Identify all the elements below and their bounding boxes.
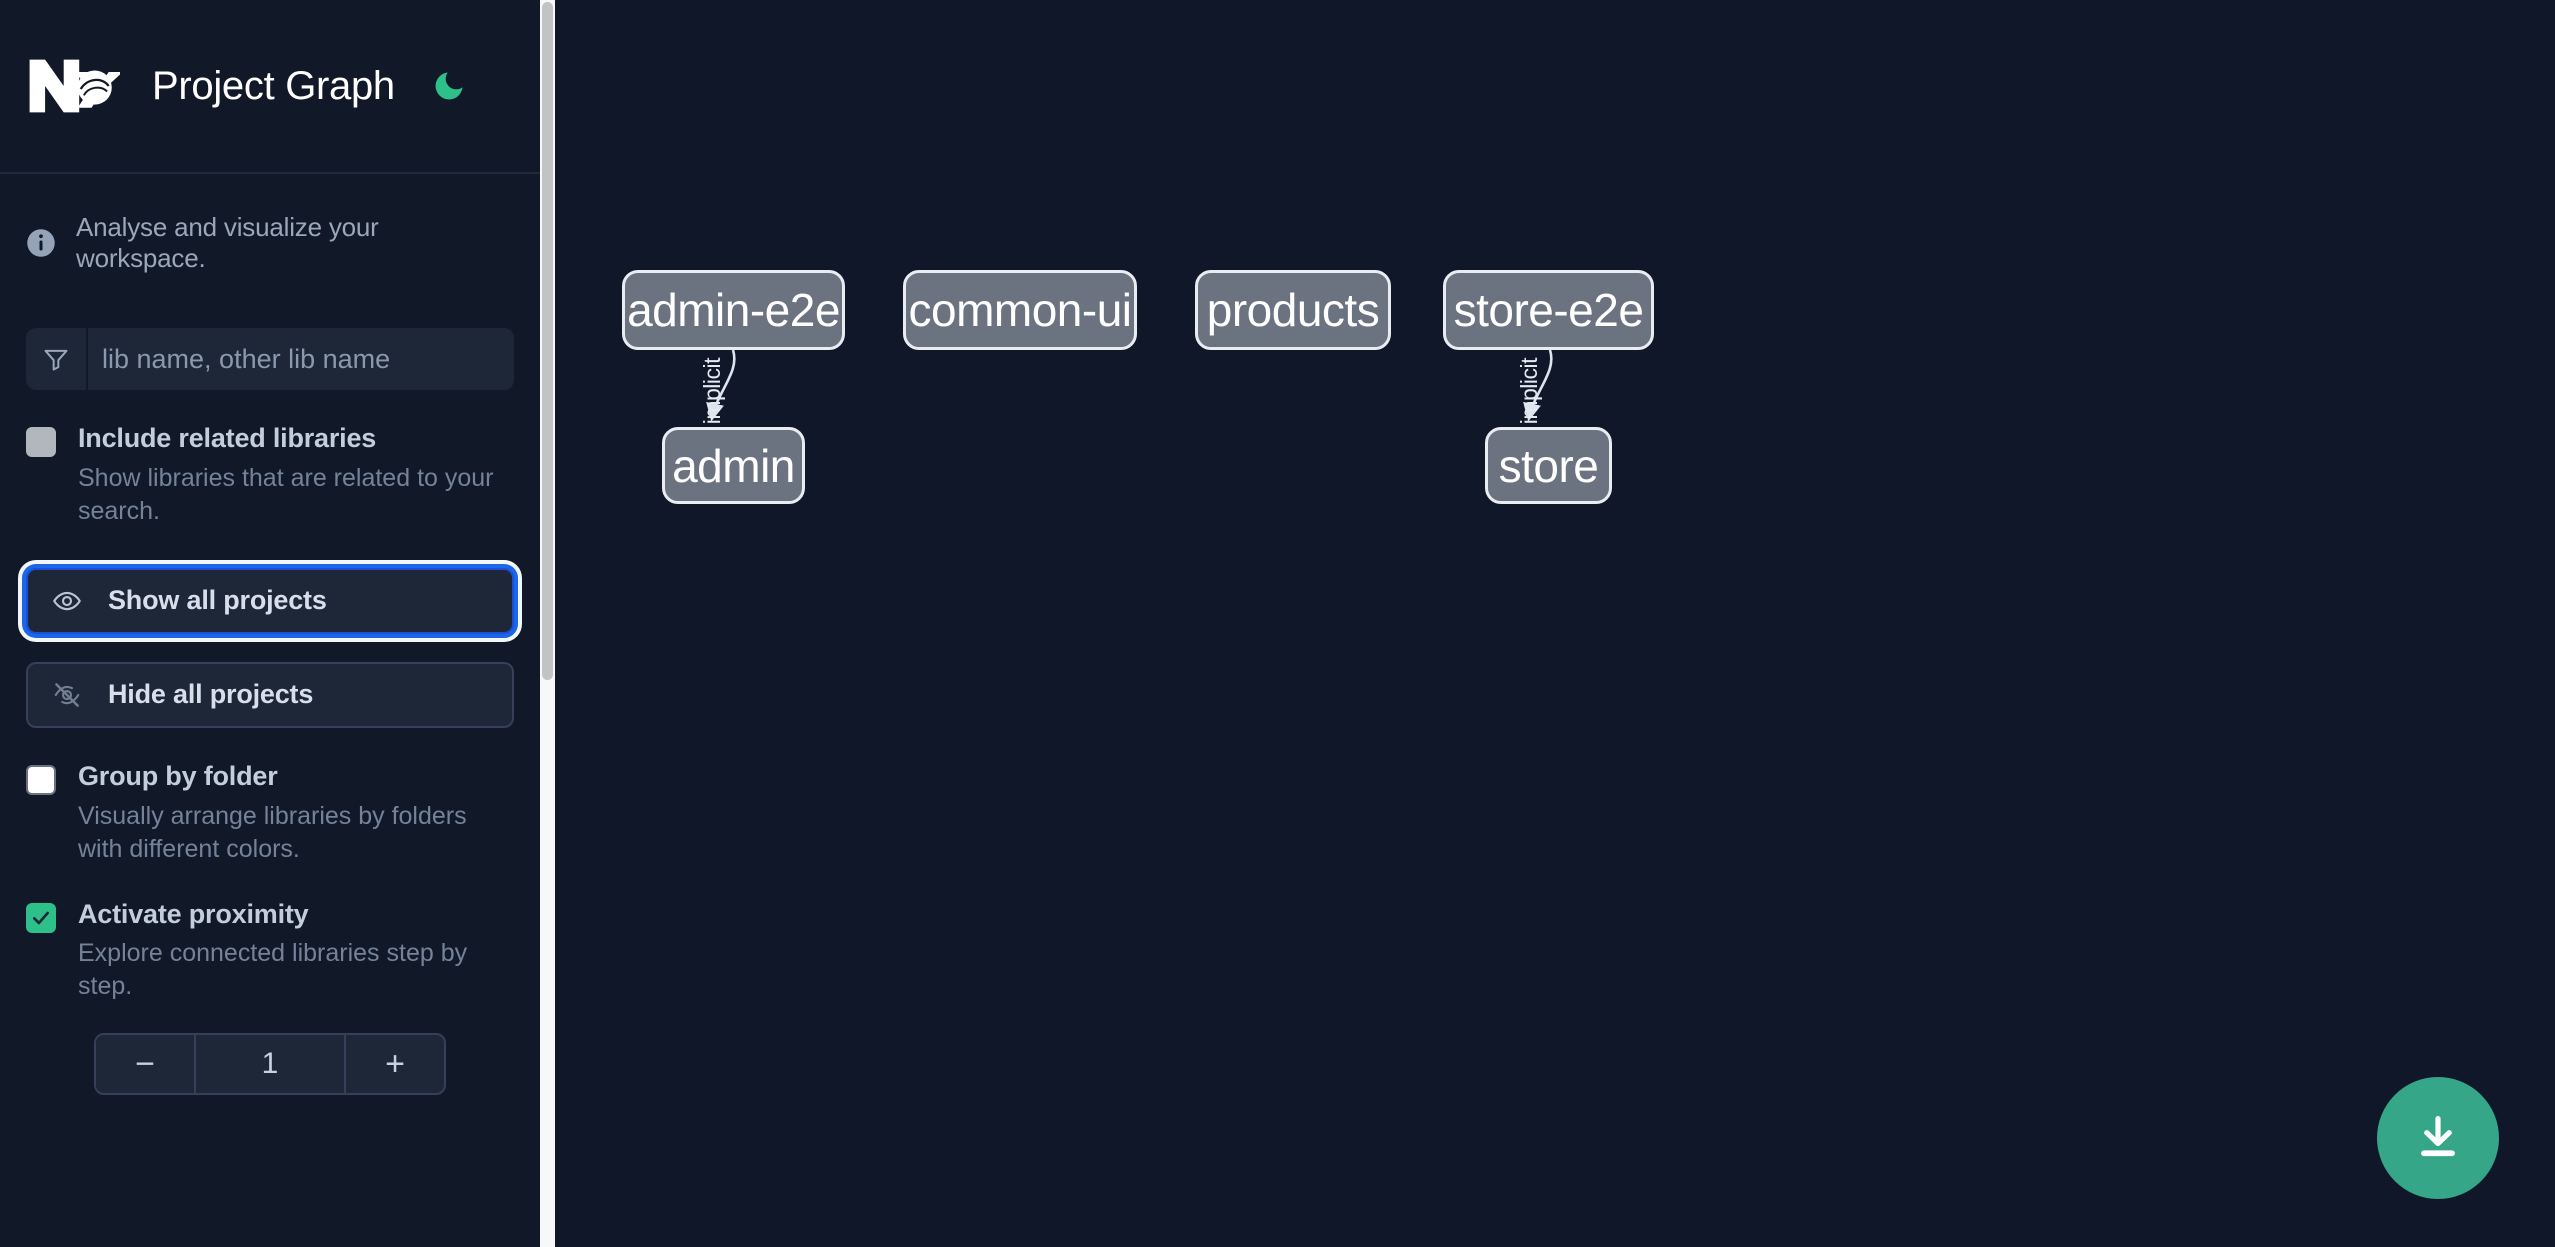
workspace-info: Analyse and visualize your workspace. bbox=[26, 174, 514, 286]
edge-label-store-implicit: implicit bbox=[1516, 358, 1542, 425]
hide-all-projects-button[interactable]: Hide all projects bbox=[26, 661, 514, 728]
option-description: Show libraries that are related to your … bbox=[78, 463, 494, 525]
search-box bbox=[26, 328, 514, 390]
option-texts: Include related libraries Show libraries… bbox=[78, 422, 514, 528]
group-by-folder-checkbox[interactable] bbox=[26, 764, 56, 795]
sidebar-header: Project Graph bbox=[0, 0, 540, 174]
eye-off-icon bbox=[50, 678, 84, 712]
show-all-projects-label: Show all projects bbox=[108, 585, 327, 616]
graph-node-store[interactable]: store bbox=[1485, 427, 1612, 504]
info-icon bbox=[26, 228, 56, 258]
page-title: Project Graph bbox=[152, 63, 395, 108]
show-all-projects-button[interactable]: Show all projects bbox=[26, 567, 514, 634]
moon-icon[interactable] bbox=[427, 64, 471, 108]
graph-edges bbox=[706, 349, 1553, 422]
proximity-decrement-button[interactable]: − bbox=[96, 1035, 196, 1094]
include-related-libraries-checkbox[interactable] bbox=[26, 427, 56, 457]
sidebar-scrollbar-thumb[interactable] bbox=[542, 2, 553, 680]
graph-node-admin[interactable]: admin bbox=[662, 427, 805, 504]
option-texts: Group by folder Visually arrange librari… bbox=[78, 760, 514, 866]
option-label: Group by folder bbox=[78, 760, 278, 791]
download-graph-button[interactable] bbox=[2377, 1077, 2499, 1199]
option-label: Activate proximity bbox=[78, 898, 309, 929]
graph-node-admin-e2e[interactable]: admin-e2e bbox=[622, 270, 845, 350]
workspace-info-text: Analyse and visualize your workspace. bbox=[76, 212, 379, 273]
option-include-related-libraries: Include related libraries Show libraries… bbox=[26, 422, 514, 528]
proximity-value: 1 bbox=[261, 1047, 279, 1081]
eye-icon bbox=[50, 584, 84, 618]
option-activate-proximity: Activate proximity Explore connected lib… bbox=[26, 898, 514, 1004]
hide-all-projects-label: Hide all projects bbox=[108, 679, 314, 710]
sidebar: Project Graph bbox=[0, 0, 555, 1247]
proximity-increment-button[interactable]: + bbox=[344, 1035, 444, 1094]
option-description: Visually arrange libraries by folders wi… bbox=[78, 801, 467, 863]
option-description: Explore connected libraries step by step… bbox=[78, 939, 468, 1001]
edge-label-admin-implicit: implicit bbox=[699, 358, 725, 425]
graph-node-products[interactable]: products bbox=[1195, 270, 1391, 350]
nx-logo-icon bbox=[26, 55, 123, 117]
search-input[interactable] bbox=[88, 328, 514, 390]
proximity-stepper: − 1 + bbox=[94, 1033, 446, 1096]
activate-proximity-checkbox[interactable] bbox=[26, 902, 56, 933]
graph-canvas[interactable]: implicit implicit admin-e2e common-ui pr… bbox=[555, 0, 2555, 1247]
check-icon bbox=[33, 911, 50, 924]
option-group-by-folder: Group by folder Visually arrange librari… bbox=[26, 760, 514, 866]
graph-node-store-e2e[interactable]: store-e2e bbox=[1443, 270, 1654, 350]
sidebar-body: Analyse and visualize your workspace. bbox=[0, 174, 540, 1096]
sidebar-content: Project Graph bbox=[0, 0, 540, 1247]
graph-node-common-ui[interactable]: common-ui bbox=[903, 270, 1137, 350]
option-texts: Activate proximity Explore connected lib… bbox=[78, 898, 514, 1004]
download-icon bbox=[2412, 1111, 2464, 1166]
sidebar-scrollbar[interactable] bbox=[540, 0, 555, 1247]
filter-icon[interactable] bbox=[26, 328, 88, 390]
option-label: Include related libraries bbox=[78, 423, 377, 453]
visibility-buttons: Show all projects Hide all projects bbox=[26, 567, 514, 728]
